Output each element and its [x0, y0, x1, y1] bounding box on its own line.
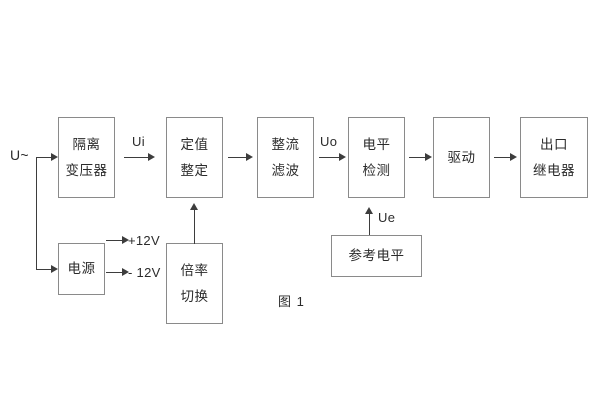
- block-line: 电平: [362, 137, 391, 152]
- block-line: 切换: [180, 288, 209, 304]
- rail-negative-arrow-icon: [122, 268, 129, 276]
- signal-label-ui: Ui: [132, 134, 145, 149]
- input-port-label: U~: [10, 147, 29, 163]
- signal-label-uo: Uo: [320, 134, 338, 149]
- block-line: 变压器: [65, 162, 108, 178]
- input-to-power-line: [36, 269, 51, 270]
- reference-to-detect-arrow-icon: [365, 207, 373, 214]
- transformer-to-setting-line: [124, 157, 148, 158]
- block-line: 滤波: [271, 162, 300, 178]
- block-line: 整定: [180, 162, 209, 178]
- input-to-transformer-line: [36, 157, 51, 158]
- multiplier-to-setting-line: [194, 208, 195, 244]
- detect-to-drive-line: [409, 157, 425, 158]
- rail-positive-label: +12V: [128, 233, 160, 248]
- figure-caption: 图 1: [278, 294, 305, 309]
- block-level-detect[interactable]: 电平 检测: [348, 117, 405, 198]
- rectify-to-detect-arrow-icon: [339, 153, 346, 161]
- block-line: 检测: [362, 162, 391, 178]
- setting-to-rectify-line: [228, 157, 246, 158]
- block-multiplier-switch[interactable]: 倍率 切换: [166, 243, 223, 324]
- block-line: 整流: [271, 137, 300, 152]
- setting-to-rectify-arrow-icon: [246, 153, 253, 161]
- drive-to-relay-arrow-icon: [510, 153, 517, 161]
- rail-negative-line: [106, 272, 122, 273]
- block-line: 驱动: [447, 149, 476, 165]
- block-output-relay[interactable]: 出口 继电器: [520, 117, 588, 198]
- detect-to-drive-arrow-icon: [425, 153, 432, 161]
- block-setting-value[interactable]: 定值 整定: [166, 117, 223, 198]
- rectify-to-detect-line: [319, 157, 339, 158]
- rail-negative-label: - 12V: [128, 265, 161, 280]
- block-line: 继电器: [533, 162, 575, 178]
- block-rectify-filter[interactable]: 整流 滤波: [257, 117, 314, 198]
- input-to-transformer-arrow-icon: [51, 153, 58, 161]
- input-to-power-arrow-icon: [51, 265, 58, 273]
- drive-to-relay-line: [494, 157, 510, 158]
- block-line: 参考电平: [348, 248, 405, 264]
- multiplier-to-setting-arrow-icon: [190, 203, 198, 210]
- block-line: 出口: [540, 137, 568, 152]
- block-drive[interactable]: 驱动: [433, 117, 490, 198]
- reference-to-detect-line: [369, 212, 370, 235]
- block-isolation-transformer[interactable]: 隔离 变压器: [58, 117, 115, 198]
- block-line: 定值: [180, 137, 209, 152]
- signal-label-ue: Ue: [378, 210, 396, 225]
- block-reference-level[interactable]: 参考电平: [331, 235, 422, 277]
- block-line: 隔离: [72, 137, 101, 152]
- block-line: 电源: [67, 261, 96, 277]
- transformer-to-setting-arrow-icon: [148, 153, 155, 161]
- input-trunk-line: [36, 157, 37, 269]
- block-power-supply[interactable]: 电源: [58, 243, 105, 295]
- block-line: 倍率: [180, 263, 209, 278]
- rail-positive-arrow-icon: [122, 236, 129, 244]
- rail-positive-line: [106, 240, 122, 241]
